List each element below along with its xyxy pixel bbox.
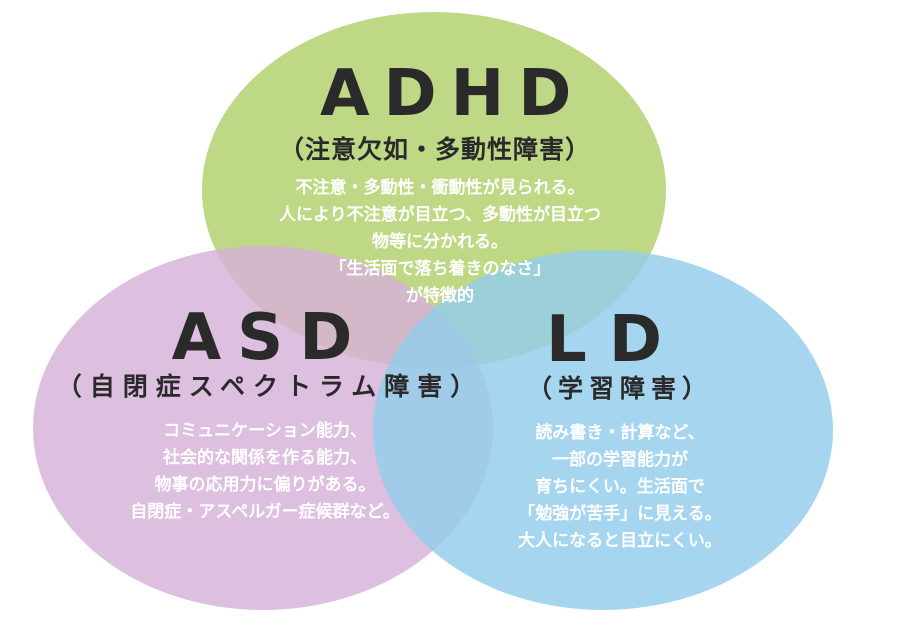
adhd-description-line: 「生活面で落ち着きのなさ」	[329, 259, 551, 279]
adhd-subtitle: （注意欠如・多動性障害）	[278, 135, 591, 164]
ld-subtitle: （学習障害）	[526, 374, 713, 403]
asd-description-line: 自閉症・アスペルガー症候群など。	[130, 502, 400, 522]
ld-description-line: 育ちにくい。生活面で	[535, 477, 705, 497]
ld-circle	[373, 250, 833, 610]
asd-subtitle: （自閉症スペクトラム障害）	[56, 372, 484, 401]
ld-description-line: 「勉強が苦手」に見える。	[518, 504, 722, 524]
adhd-description-line: 不注意・多動性・衝動性が見られる。	[295, 178, 585, 198]
asd-description-line: 物事の応用力に偏りがある。	[154, 475, 376, 495]
adhd-description-line: 物等に分かれる。	[372, 232, 508, 252]
asd-title: ASD	[171, 301, 369, 375]
adhd-title: ADHD	[320, 57, 586, 131]
ld-description-line: 一部の学習能力が	[552, 450, 688, 470]
ld-description: 読み書き・計算など、 一部の学習能力が 育ちにくい。生活面で 「勉強が苦手」に見…	[470, 420, 770, 555]
ld-description-line: 大人になると目立にくい。	[518, 531, 722, 551]
asd-circle	[33, 246, 493, 610]
ld-title: LD	[546, 303, 684, 377]
asd-description-line: コミュニケーション能力、	[163, 421, 367, 441]
asd-description: コミュニケーション能力、 社会的な関係を作る能力、 物事の応用力に偏りがある。 …	[95, 418, 435, 526]
ld-description-line: 読み書き・計算など、	[535, 423, 705, 443]
adhd-description-line: 人により不注意が目立つ、多動性が目立つ	[279, 205, 601, 225]
adhd-description: 不注意・多動性・衝動性が見られる。 人により不注意が目立つ、多動性が目立つ 物等…	[230, 175, 650, 310]
asd-description-line: 社会的な関係を作る能力、	[163, 448, 367, 468]
adhd-description-line: が特徴的	[406, 286, 474, 306]
